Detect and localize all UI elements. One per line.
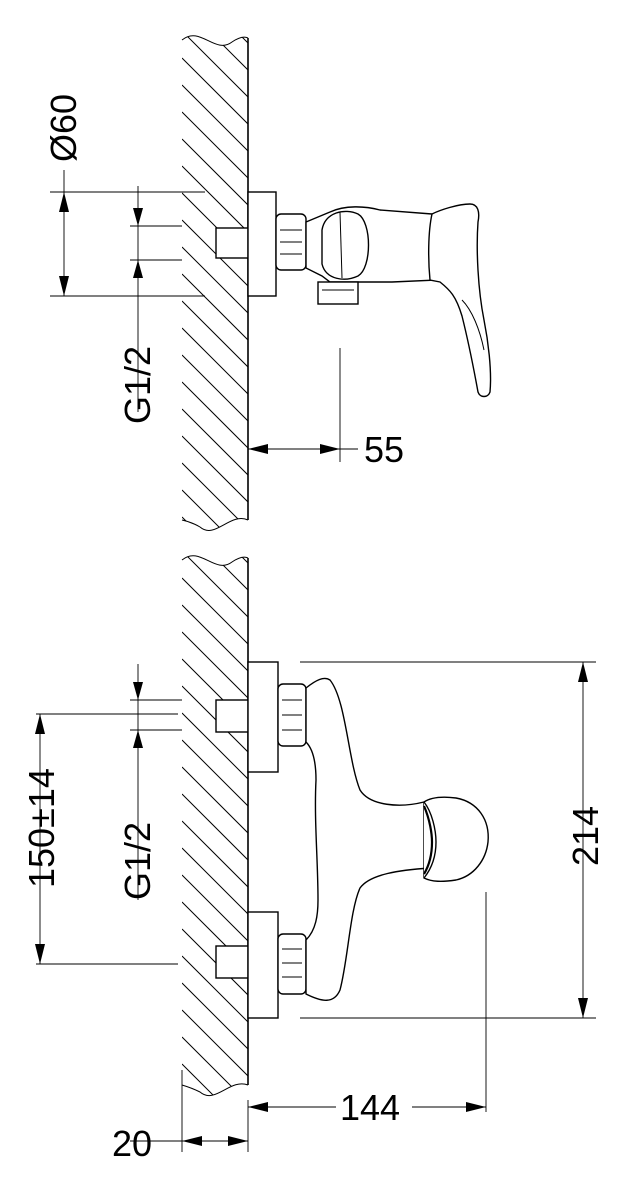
thread-label-top: G1/2 (117, 346, 158, 424)
hatch-line (182, 1009, 248, 1077)
dim-projection: 144 (248, 892, 487, 1128)
hatch-line (182, 982, 248, 1050)
hatch-line (182, 300, 248, 368)
hatch-line (182, 555, 248, 591)
hatch-line (182, 604, 248, 672)
wall-break-line-front (181, 555, 249, 566)
hatch-line (182, 273, 248, 341)
hatch-line (182, 138, 248, 206)
hatch-line (182, 435, 248, 503)
escutcheon-upper (247, 661, 279, 773)
escutcheon-lower (247, 911, 279, 1019)
hatch-line (182, 793, 248, 861)
hatch-line (182, 219, 248, 287)
hatch-line (182, 1063, 248, 1096)
wall-hatch-top (182, 0, 248, 531)
wall-hatch-front (182, 470, 248, 1096)
outlet-top (317, 281, 359, 305)
hatch-line (182, 1036, 248, 1096)
hatch-line (182, 928, 248, 996)
escutcheon-top (247, 191, 277, 297)
mixer-dome-top (321, 210, 370, 280)
hatch-line (182, 555, 248, 618)
hatch-line (182, 470, 248, 536)
dim-depth: 55 (248, 348, 404, 470)
spacing-label: 150±14 (21, 768, 62, 888)
pipe-stub-lower (215, 945, 249, 979)
hatch-line (182, 712, 248, 780)
wall-break-line-top (181, 35, 249, 46)
hatch-line (182, 381, 248, 449)
hatch-line (182, 820, 248, 888)
hatch-line (182, 35, 248, 44)
hatch-line (182, 246, 248, 314)
hatch-line (182, 1090, 248, 1096)
hatch-line (182, 0, 248, 16)
cartridge-edge-front (423, 801, 437, 879)
height-label: 214 (565, 806, 606, 866)
hatch-line (182, 685, 248, 753)
front-view: 214 150±14 G1/2 144 (21, 470, 606, 1164)
diameter-label: Ø60 (43, 94, 84, 162)
pipe-stub-upper (215, 699, 249, 733)
cartridge-knob-front (423, 796, 489, 883)
hatch-line (182, 739, 248, 807)
mixer-seam-top (339, 211, 343, 279)
hatch-line (182, 766, 248, 834)
hatch-line (182, 462, 248, 530)
hatch-line (182, 955, 248, 1023)
hatch-line (182, 408, 248, 476)
hatch-line (182, 327, 248, 395)
mixer-body-front (305, 677, 431, 1001)
hatch-line (182, 489, 248, 531)
thread-label-front: G1/2 (117, 822, 158, 900)
pipe-stub-top (215, 227, 249, 259)
hatch-line (182, 84, 248, 152)
hatch-line (182, 577, 248, 645)
dim-height: 214 (300, 661, 606, 1019)
hatch-line (182, 35, 248, 71)
hatch-line (182, 165, 248, 233)
depth-label: 55 (364, 429, 404, 470)
hatch-line (182, 35, 248, 98)
hatch-line (182, 354, 248, 422)
dim-thread-top: G1/2 (117, 186, 182, 424)
hatch-line (182, 874, 248, 942)
lever-handle-top (427, 203, 492, 398)
dim-wall: 20 (112, 1070, 249, 1164)
projection-label: 144 (340, 1087, 400, 1128)
hex-nut-top (275, 213, 307, 271)
hex-nut-lower (277, 933, 307, 995)
dim-thread-front: G1/2 (117, 664, 182, 900)
top-view: Ø60 G1/2 55 (43, 0, 492, 531)
lever-highlight-top (461, 299, 485, 351)
dim-spacing: 150±14 (21, 713, 178, 965)
hatch-line (182, 555, 248, 564)
wall-break-line-front-bottom (181, 1083, 249, 1097)
hatch-line (182, 847, 248, 915)
dim-diameter: Ø60 (43, 94, 205, 297)
hatch-line (182, 57, 248, 125)
hatch-line (182, 516, 248, 531)
hatch-line (182, 111, 248, 179)
hex-nut-upper (277, 683, 307, 747)
cartridge-shade-front (422, 805, 434, 875)
wall-label: 20 (112, 1123, 152, 1164)
wall-break-line-top-bottom (181, 518, 249, 531)
hatch-line (182, 631, 248, 699)
